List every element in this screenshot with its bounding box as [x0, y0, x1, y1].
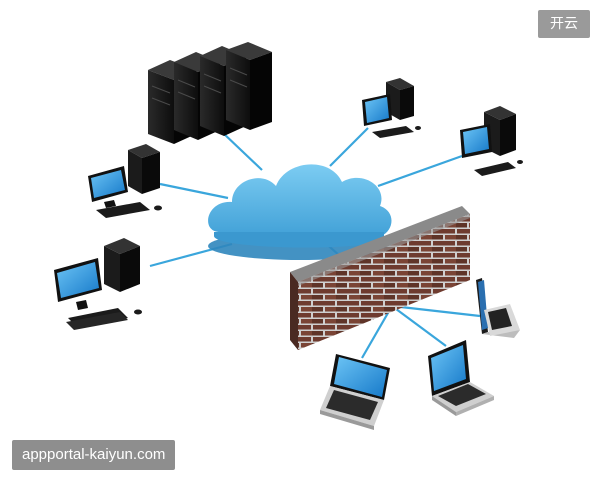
desktop-computer-icon	[88, 144, 162, 218]
laptop-icon	[428, 340, 494, 416]
link-desktop-right-upper	[329, 127, 369, 167]
desktop-computer-icon	[362, 78, 421, 138]
link-desktop-left-upper	[159, 182, 229, 200]
laptop-icon	[476, 278, 520, 338]
link-server	[221, 131, 263, 171]
link-laptop-middle	[391, 305, 447, 347]
watermark-bottom-left: appportal-kaiyun.com	[12, 440, 176, 470]
server-rack-icon	[148, 42, 272, 144]
desktop-computer-icon	[460, 106, 523, 176]
desktop-computer-icon	[54, 238, 142, 330]
watermark-top-right: 开云	[538, 10, 590, 38]
link-desktop-right-lower	[377, 154, 463, 188]
laptop-icon	[320, 354, 390, 430]
link-laptop-left	[361, 305, 393, 359]
cloud-icon	[208, 164, 392, 260]
link-laptop-right	[391, 304, 481, 318]
brick-firewall-icon	[290, 206, 470, 350]
